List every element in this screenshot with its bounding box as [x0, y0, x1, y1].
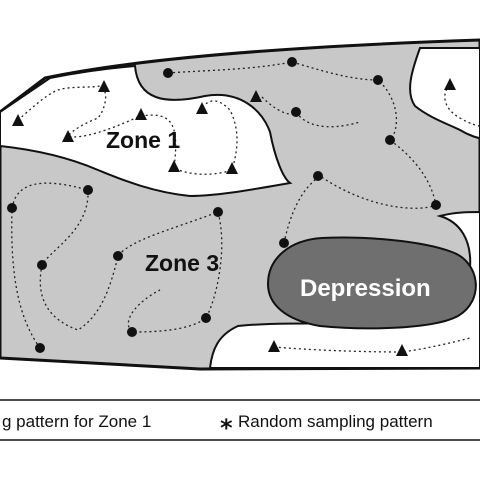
- legend-zone1-text: g pattern for Zone 1: [2, 412, 151, 431]
- dot-marker: [35, 343, 45, 353]
- legend-random-sampling-text: Random sampling pattern: [238, 412, 433, 431]
- dot-marker: [313, 171, 323, 181]
- star-icon: *: [220, 414, 233, 442]
- depression-region: [266, 236, 477, 330]
- dot-marker: [287, 57, 297, 67]
- triangle-marker: [396, 344, 408, 356]
- depression-label: Depression: [300, 275, 431, 302]
- triangle-marker: [62, 130, 74, 142]
- triangle-marker: [444, 78, 456, 90]
- dot-marker: [385, 135, 395, 145]
- zone-3-sampling-path-middle: [261, 96, 361, 128]
- dot-marker: [83, 185, 93, 195]
- triangle-marker: [196, 102, 208, 114]
- triangle-marker: [12, 114, 24, 126]
- triangle-marker: [268, 340, 280, 352]
- triangle-marker: [98, 80, 110, 92]
- dot-marker: [163, 68, 173, 78]
- upper-right-sampling-path: [444, 84, 480, 127]
- dot-marker: [279, 238, 289, 248]
- dot-marker: [373, 75, 383, 85]
- zone-3-label: Zone 3: [145, 250, 219, 276]
- dot-markers: [7, 57, 441, 353]
- dot-marker: [291, 107, 301, 117]
- triangle-marker: [135, 108, 147, 120]
- dot-marker: [7, 203, 17, 213]
- triangle-marker: [250, 90, 262, 102]
- dot-marker: [113, 251, 123, 261]
- dot-marker: [201, 313, 211, 323]
- bottom-sampling-path: [273, 337, 471, 353]
- dot-marker: [37, 260, 47, 270]
- triangle-marker: [168, 160, 180, 172]
- dot-marker: [431, 200, 441, 210]
- zone-1-region: [0, 64, 293, 198]
- upper-right-white-region: [409, 47, 480, 140]
- legend-box: [0, 399, 480, 441]
- triangle-markers: [12, 78, 456, 356]
- dot-marker: [213, 207, 223, 217]
- zone-1-label: Zone 1: [106, 127, 180, 153]
- triangle-marker: [226, 162, 238, 174]
- dot-marker: [127, 327, 137, 337]
